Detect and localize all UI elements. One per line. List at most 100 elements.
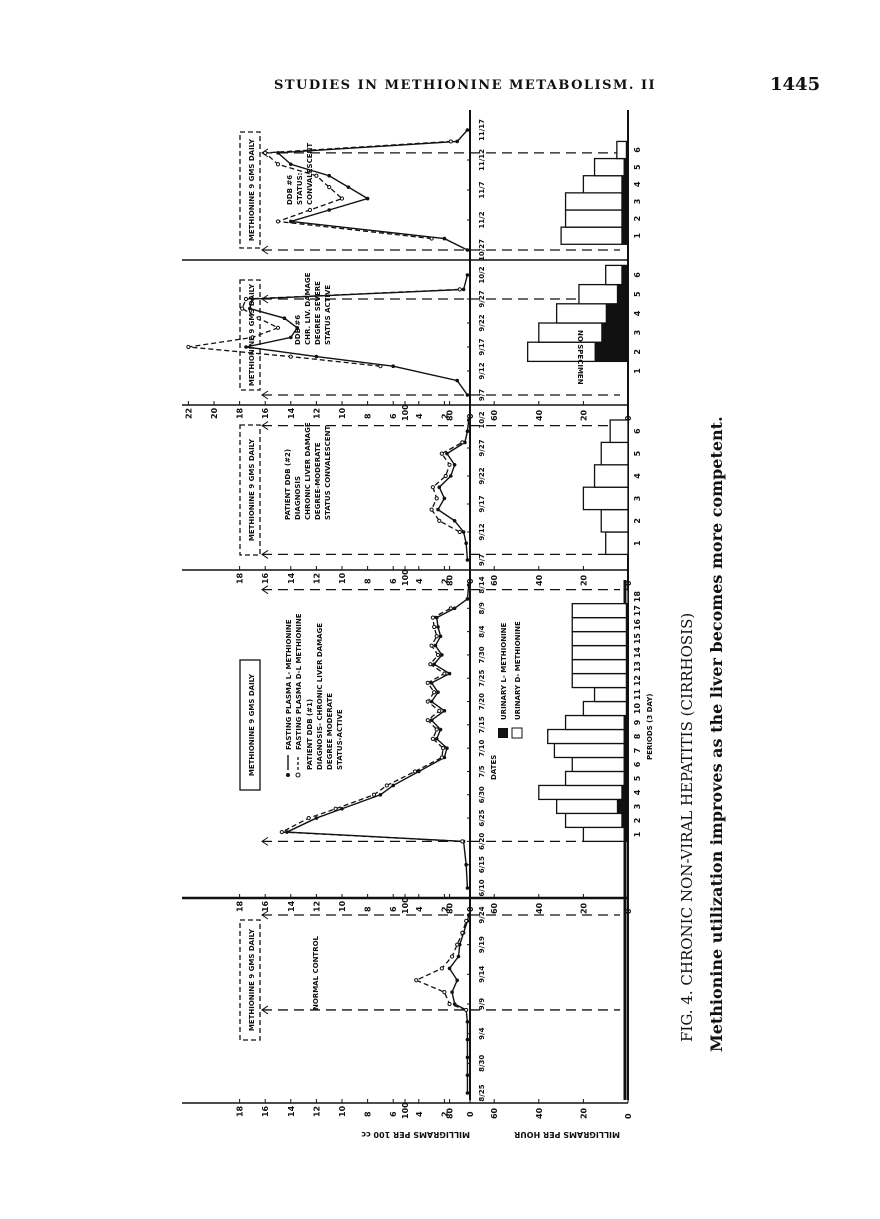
urinary-l-bar	[623, 827, 628, 842]
plasma-dl-point	[447, 462, 452, 467]
urinary-l-bar	[616, 799, 628, 814]
plasma-tick-label: 16	[261, 900, 270, 912]
plasma-l-point	[432, 662, 436, 667]
urinary-d-bar	[564, 209, 629, 228]
figure-title: FIG. 4. CHRONIC NON-VIRAL HEPATITIS (CIR…	[678, 613, 696, 1042]
plasma-dl-point	[240, 306, 245, 311]
plasma-tick-label: 0	[466, 413, 475, 419]
date-label: 9/22	[478, 467, 486, 484]
date-label: 9/24	[478, 906, 486, 923]
plasma-dl-line	[279, 607, 463, 843]
period-label: 15	[633, 633, 642, 645]
plasma-l-point	[378, 792, 383, 797]
urinary-d-bar	[593, 686, 629, 703]
plasma-tick-label: 4	[415, 578, 424, 584]
plasma-dl-point	[339, 196, 345, 201]
plasma-l-point	[447, 966, 452, 971]
panel-note: DEGREE MODERATE	[326, 693, 334, 770]
plasma-l-point	[391, 364, 396, 369]
period-label: 17	[633, 605, 642, 616]
period-label: 6	[633, 428, 642, 434]
urinary-d-bar	[560, 226, 629, 245]
period-label: 7	[633, 748, 642, 754]
date-label: 9/17	[478, 495, 486, 512]
period-label: 4	[633, 473, 642, 479]
date-label: 9/17	[478, 338, 486, 355]
plasma-l-point	[434, 615, 439, 620]
plasma-tick-label: 18	[236, 572, 245, 584]
date-label: 9/22	[478, 314, 486, 331]
urinary-d-bar	[564, 714, 629, 731]
plasma-l-line	[245, 274, 469, 396]
urinary-l-bar	[625, 631, 628, 646]
plasma-l-point	[391, 783, 396, 788]
urinary-d-bar	[564, 770, 629, 787]
period-label: 6	[633, 272, 642, 278]
period-label: 1	[633, 831, 642, 837]
urinary-l-bar	[621, 192, 628, 210]
plasma-tick-label: 4	[415, 413, 424, 419]
period-label: 11	[633, 689, 642, 701]
panel-note: DDB #6	[294, 315, 302, 345]
methionine-box-label: METHIONINE 9 GMS DAILY	[248, 673, 256, 776]
plasma-tick-label: 18	[236, 900, 245, 912]
plasma-tick-label: 6	[389, 1111, 398, 1117]
plasma-l-point	[436, 507, 440, 512]
plasma-dl-point	[448, 139, 453, 144]
plasma-dl-point	[263, 150, 268, 155]
plasma-tick-label: 2	[440, 906, 449, 912]
plasma-l-point	[442, 709, 447, 713]
plasma-dl-point	[425, 680, 430, 685]
plasma-dl-point	[327, 185, 332, 190]
panel-normal-control	[182, 910, 629, 1104]
plasma-tick-label: 18	[236, 1105, 245, 1117]
panel-note: NORMAL CONTROL	[312, 935, 320, 1010]
arrow-head-icon	[261, 390, 269, 400]
date-label: 6/10	[478, 879, 486, 896]
urinary-d-bar	[547, 728, 629, 745]
plasma-dl-line	[263, 140, 451, 240]
urinary-tick-label: 40	[535, 1107, 544, 1119]
plasma-dl-point	[464, 1007, 469, 1013]
panel-note: PATIENT DDB (#1)	[306, 699, 314, 770]
period-label: 3	[633, 199, 642, 205]
plasma-l-point	[250, 297, 255, 301]
urinary-tick-label: 80	[446, 902, 455, 914]
date-label: 9/12	[478, 362, 486, 379]
urinary-l-bar	[623, 715, 628, 730]
plasma-l-point	[450, 990, 454, 994]
arrow-head-icon	[261, 421, 269, 431]
plasma-l-point	[461, 287, 466, 292]
plasma-l-point	[340, 806, 344, 811]
urinary-d-bar	[571, 644, 629, 661]
urinary-tick-label: 0	[624, 908, 633, 914]
plasma-dl-point	[442, 990, 447, 995]
date-label: 9/7	[478, 389, 486, 401]
legend-urinary-d-swatch	[511, 727, 523, 739]
plasma-l-point	[295, 326, 300, 330]
period-label: 18	[633, 591, 642, 603]
plasma-l-point	[433, 643, 438, 648]
plasma-dl-point	[432, 624, 437, 630]
date-label: 7/5	[478, 765, 486, 777]
page-number: 1445	[770, 74, 821, 95]
plasma-tick-label: 16	[261, 572, 270, 584]
plasma-l-point	[438, 634, 443, 639]
plasma-tick-label: 14	[287, 407, 296, 419]
plasma-dl-point	[447, 1001, 452, 1007]
period-label: 2	[633, 216, 642, 222]
urinary-d-bar	[571, 672, 629, 689]
plasma-tick-label: 10	[338, 900, 347, 912]
date-label: 8/4	[478, 625, 486, 637]
plasma-dl-point	[412, 769, 418, 774]
plasma-l-point	[455, 978, 460, 983]
plasma-dl-point	[448, 606, 453, 611]
urinary-d-bar	[600, 441, 629, 466]
plasma-tick-label: 14	[287, 1105, 296, 1117]
urinary-axis-title: MILLIGRAMS PER HOUR	[514, 1130, 620, 1139]
legend-urinary-l-swatch	[498, 728, 508, 738]
plasma-tick-label: 8	[364, 578, 373, 584]
running-title: STUDIES IN METHIONINE METABOLISM. II	[274, 78, 657, 93]
date-label: 9/27	[478, 439, 486, 456]
plasma-dl-point	[314, 173, 319, 178]
